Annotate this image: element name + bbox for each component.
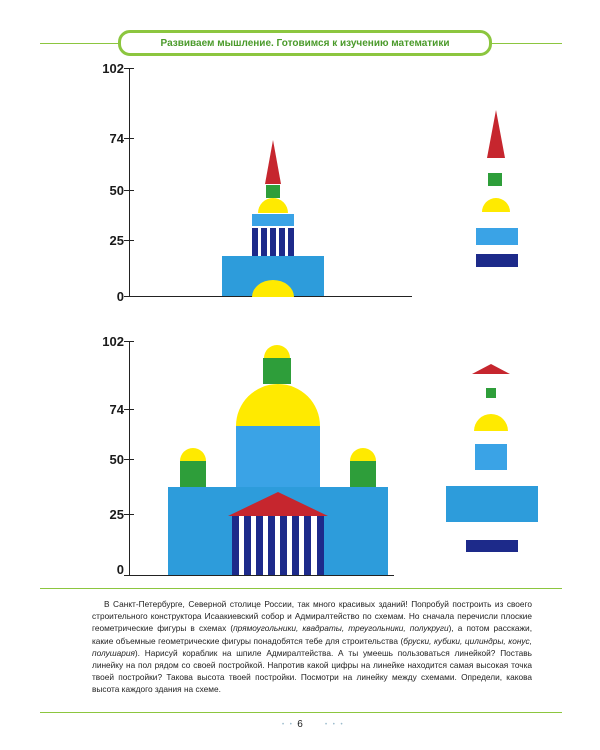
decor-dots-right: • • •	[325, 722, 345, 728]
cathedral-right-belfry-cube	[350, 461, 376, 487]
ruler-tick-line	[124, 459, 134, 460]
ruler-axis	[129, 68, 130, 296]
cathedral-lantern-dome	[264, 345, 290, 358]
column	[304, 516, 311, 575]
admiralty-tower-block	[252, 214, 294, 226]
column	[244, 516, 251, 575]
ground-line	[124, 575, 394, 576]
ruler-axis	[129, 341, 130, 575]
cathedral-lantern-cube	[263, 358, 291, 384]
column	[261, 228, 267, 256]
column	[280, 516, 287, 575]
part-small-cube	[486, 388, 496, 398]
tick-0: 0	[116, 289, 124, 304]
cathedral-right-belfry-dome	[350, 448, 376, 461]
cathedral-drum-block	[236, 426, 320, 487]
tick-50: 50	[109, 452, 124, 467]
instruction-paragraph: В Санкт-Петербурге, Северной столице Рос…	[92, 599, 532, 695]
part-spire-triangle	[487, 110, 505, 158]
ruler-tick-line	[124, 190, 134, 191]
ruler-tick-line	[124, 409, 134, 410]
column	[252, 228, 258, 256]
text-rule-bottom	[40, 712, 562, 713]
column	[292, 516, 299, 575]
tick-102: 102	[102, 61, 124, 76]
tick-0: 0	[116, 562, 124, 577]
part-semicircle	[474, 414, 508, 431]
part-semicircle	[482, 198, 510, 212]
admiralty-spire-triangle	[265, 140, 281, 184]
column	[270, 228, 276, 256]
tick-74: 74	[109, 402, 124, 417]
ruler-tick-line	[124, 240, 134, 241]
cathedral-main-dome	[236, 384, 320, 426]
tick-74: 74	[109, 131, 124, 146]
ruler-tick-line	[124, 68, 134, 69]
part-triangle	[472, 364, 510, 374]
header-rule-left	[40, 43, 118, 44]
tick-50: 50	[109, 183, 124, 198]
ruler-tick-line	[124, 138, 134, 139]
part-navy-block	[476, 254, 518, 267]
decor-dots-left: • • •	[282, 722, 302, 728]
part-wide-block	[446, 486, 538, 522]
cathedral-colonnade	[232, 516, 324, 575]
admiralty-colonnade	[252, 228, 294, 256]
part-navy-bar	[466, 540, 518, 552]
cathedral-left-belfry-dome	[180, 448, 206, 461]
part-blue-block	[476, 228, 518, 245]
admiralty-cube	[266, 185, 280, 198]
ruler-tick-line	[124, 341, 134, 342]
part-cube	[488, 173, 502, 186]
admiralty-dome-semicircle	[258, 198, 288, 213]
header-banner: Развиваем мышление. Готовимся к изучению…	[118, 30, 492, 56]
header-title: Развиваем мышление. Готовимся к изучению…	[160, 37, 450, 49]
text-rule-top	[40, 588, 562, 589]
column	[256, 516, 263, 575]
ruler-tick-line	[124, 514, 134, 515]
header-rule-right	[492, 43, 562, 44]
column	[268, 516, 275, 575]
column	[232, 516, 239, 575]
column	[317, 516, 324, 575]
column	[279, 228, 285, 256]
tick-102: 102	[102, 334, 124, 349]
instruction-text: В Санкт-Петербурге, Северной столице Рос…	[92, 598, 532, 696]
column	[288, 228, 294, 256]
tick-25: 25	[109, 507, 124, 522]
page-number: 6	[297, 719, 303, 730]
part-blue-square	[475, 444, 507, 470]
admiralty-arch-semicircle	[252, 280, 294, 297]
tick-25: 25	[109, 233, 124, 248]
cathedral-pediment-triangle	[228, 492, 328, 516]
cathedral-left-belfry-cube	[180, 461, 206, 487]
